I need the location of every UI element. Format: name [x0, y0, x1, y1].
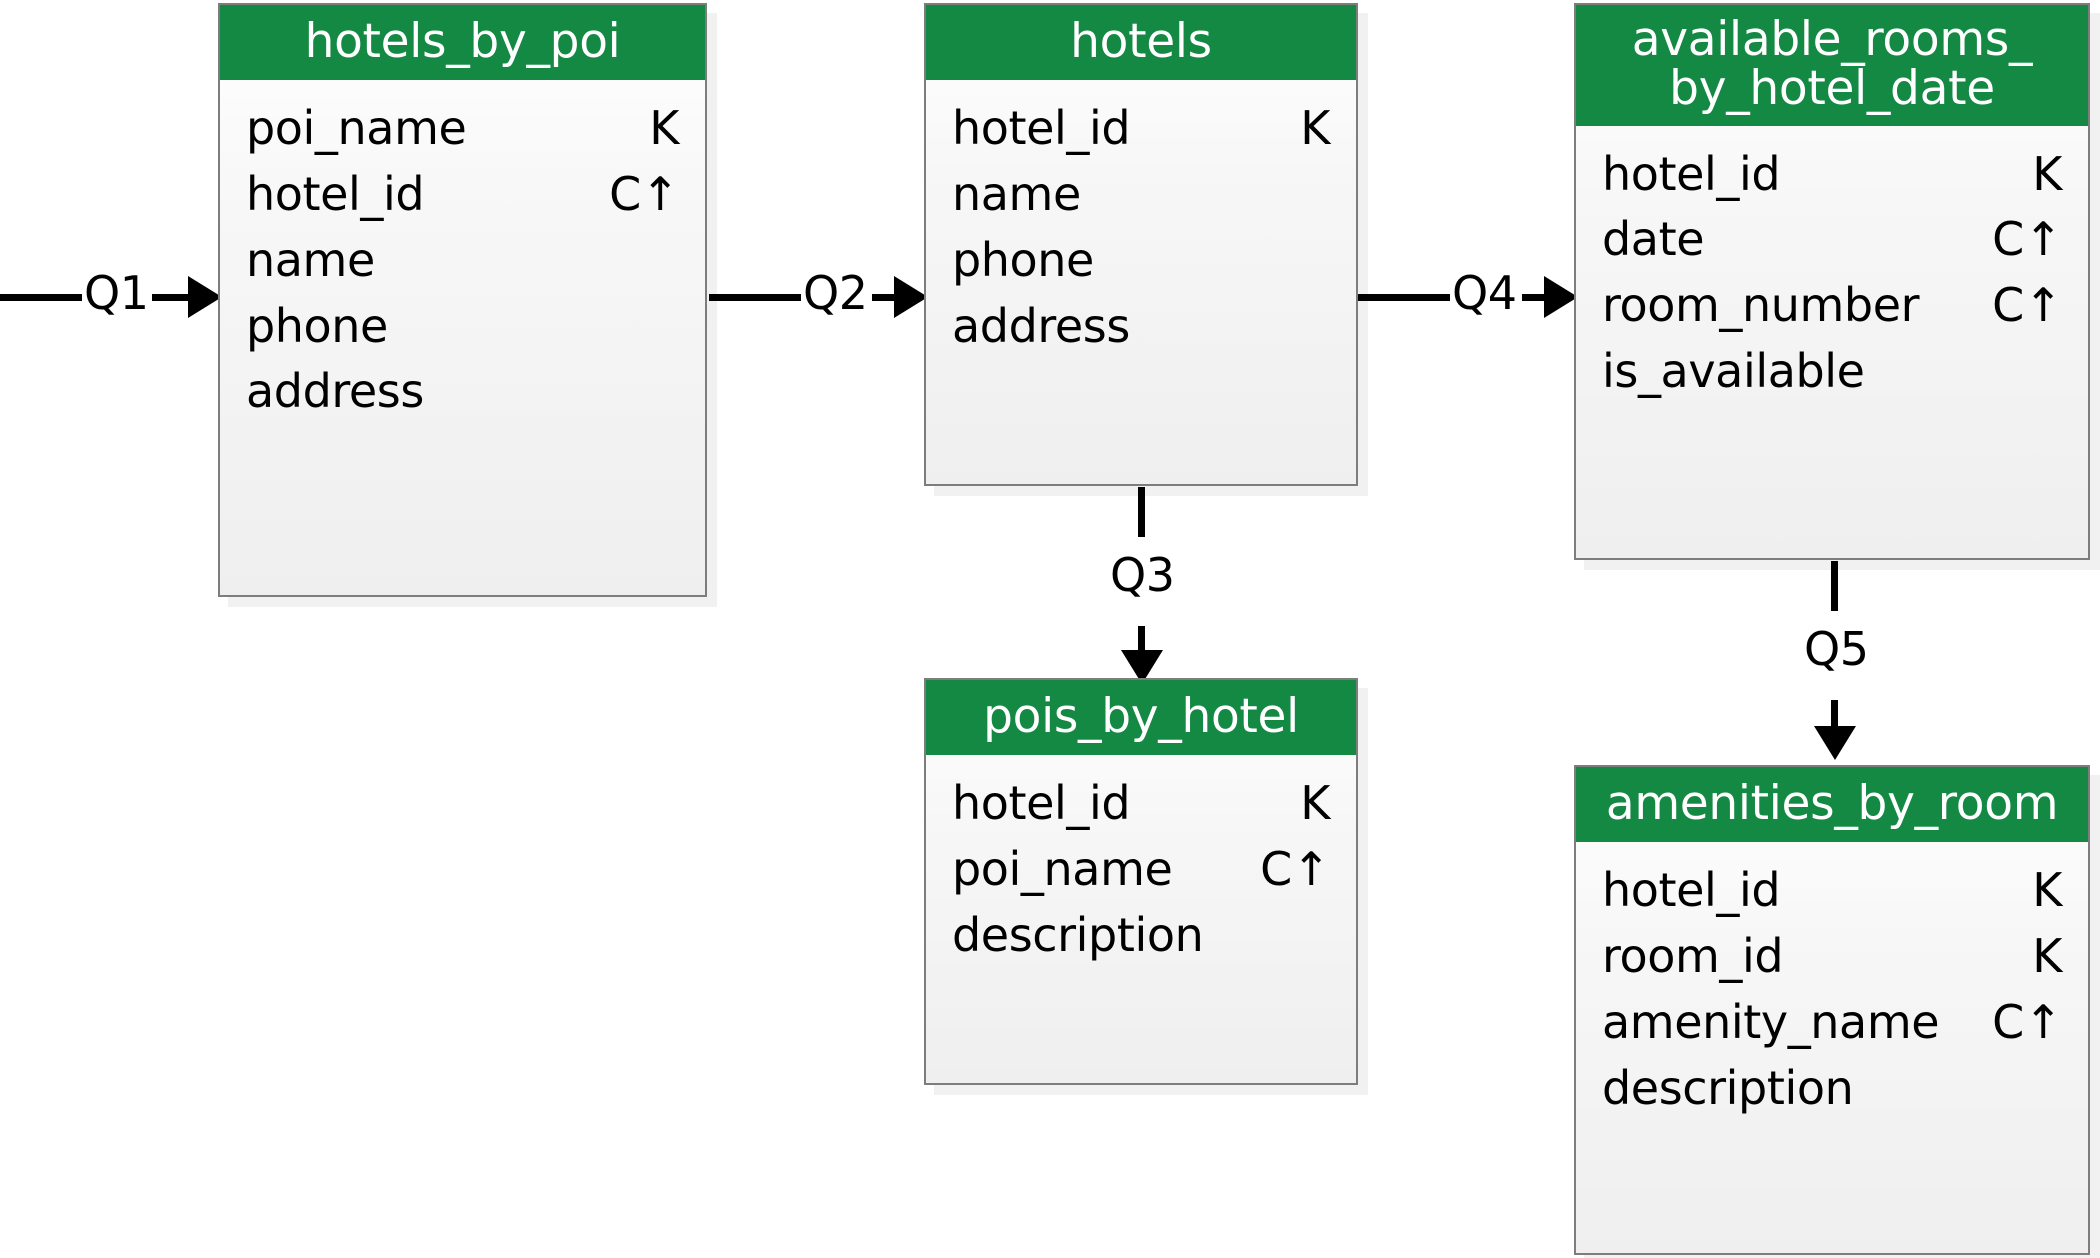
field-row: address	[952, 294, 1330, 360]
field-key: C↑	[1260, 842, 1330, 897]
connector-q5-label: Q5	[1804, 622, 1869, 676]
connector-q4-arrowhead-icon	[1544, 276, 1578, 318]
field-key: K	[2032, 863, 2062, 918]
connector-q1-arrowhead-icon	[188, 276, 222, 318]
field-name: hotel_id	[952, 776, 1131, 831]
field-key: K	[649, 101, 679, 156]
connector-q1-line-right	[152, 294, 197, 301]
field-row: hotel_id C↑	[246, 162, 679, 228]
field-row: name	[952, 162, 1330, 228]
field-name: phone	[246, 298, 388, 353]
field-name: date	[1602, 212, 1705, 267]
field-row: hotel_id K	[952, 96, 1330, 162]
field-row: room_number C↑	[1602, 273, 2062, 339]
field-row: hotel_id K	[1602, 858, 2062, 924]
field-row: address	[246, 359, 679, 425]
field-name: poi_name	[246, 101, 467, 156]
field-name: poi_name	[952, 842, 1173, 897]
entity-amenities-by-room-title: amenities_by_room	[1576, 767, 2088, 843]
field-row: poi_name K	[246, 96, 679, 162]
field-row: amenity_name C↑	[1602, 990, 2062, 1056]
field-row: phone	[952, 228, 1330, 294]
connector-q4-label: Q4	[1452, 266, 1517, 320]
connector-q5-arrowhead-icon	[1814, 726, 1856, 760]
connector-q2-label: Q2	[803, 266, 868, 320]
field-name: room_id	[1602, 929, 1784, 984]
field-name: hotel_id	[1602, 863, 1781, 918]
entity-amenities-by-room[interactable]: amenities_by_room hotel_id K room_id K a…	[1574, 765, 2090, 1255]
connector-q2-arrowhead-icon	[894, 276, 928, 318]
connector-q5-line-top	[1831, 561, 1838, 611]
field-name: amenity_name	[1602, 994, 1940, 1049]
connector-q1-label: Q1	[84, 266, 149, 320]
entity-hotels[interactable]: hotels hotel_id K name phone address	[924, 3, 1358, 486]
connector-q3-label: Q3	[1110, 548, 1175, 602]
field-row: name	[246, 228, 679, 294]
connector-q3-line-bottom	[1138, 626, 1145, 664]
field-key: C↑	[1992, 994, 2062, 1049]
field-key: K	[2032, 146, 2062, 201]
field-row: hotel_id K	[952, 771, 1330, 837]
field-row: room_id K	[1602, 924, 2062, 990]
entity-hotels-title: hotels	[926, 5, 1356, 81]
entity-pois-by-hotel-fields: hotel_id K poi_name C↑ description	[926, 755, 1356, 1083]
field-row: phone	[246, 294, 679, 360]
field-row: hotel_id K	[1602, 142, 2062, 208]
field-row: description	[1602, 1056, 2062, 1122]
field-key: K	[1300, 776, 1330, 831]
entity-amenities-by-room-fields: hotel_id K room_id K amenity_name C↑ des…	[1576, 842, 2088, 1253]
entity-hotels-by-poi-fields: poi_name K hotel_id C↑ name phone addres…	[220, 80, 705, 595]
entity-available-rooms-by-hotel-date[interactable]: available_rooms_by_hotel_date hotel_id K…	[1574, 3, 2090, 560]
field-name: hotel_id	[1602, 146, 1781, 201]
connector-q5-line-bottom	[1831, 700, 1838, 738]
field-key: K	[2032, 929, 2062, 984]
field-key: K	[1300, 101, 1330, 156]
field-row: is_available	[1602, 339, 2062, 405]
field-name: hotel_id	[952, 101, 1131, 156]
connector-q1-line-left	[0, 294, 82, 301]
field-name: name	[952, 167, 1081, 222]
title-line-2: by_hotel_date	[1669, 61, 1995, 117]
field-key: C↑	[1992, 278, 2062, 333]
entity-pois-by-hotel-title: pois_by_hotel	[926, 680, 1356, 756]
entity-hotels-by-poi-title: hotels_by_poi	[220, 5, 705, 81]
field-name: phone	[952, 232, 1094, 287]
connector-q2-line-left	[709, 294, 801, 301]
field-name: is_available	[1602, 343, 1865, 398]
field-row: description	[952, 903, 1330, 969]
entity-hotels-fields: hotel_id K name phone address	[926, 80, 1356, 484]
connector-q4-line-left	[1358, 294, 1450, 301]
field-name: hotel_id	[246, 167, 425, 222]
field-name: room_number	[1602, 278, 1920, 333]
field-name: address	[246, 364, 424, 419]
connector-q3-line-top	[1138, 487, 1145, 537]
field-name: address	[952, 298, 1130, 353]
field-name: description	[1602, 1060, 1854, 1115]
field-key: C↑	[609, 167, 679, 222]
field-name: name	[246, 232, 375, 287]
entity-hotels-by-poi[interactable]: hotels_by_poi poi_name K hotel_id C↑ nam…	[218, 3, 707, 597]
field-row: poi_name C↑	[952, 837, 1330, 903]
title-line-1: available_rooms_	[1631, 12, 2033, 67]
entity-available-rooms-by-hotel-date-title: available_rooms_by_hotel_date	[1576, 5, 2088, 126]
entity-pois-by-hotel[interactable]: pois_by_hotel hotel_id K poi_name C↑ des…	[924, 678, 1358, 1085]
field-row: date C↑	[1602, 207, 2062, 273]
field-name: description	[952, 907, 1204, 962]
field-key: C↑	[1992, 212, 2062, 267]
entity-available-rooms-by-hotel-date-fields: hotel_id K date C↑ room_number C↑ is_ava…	[1576, 126, 2088, 558]
